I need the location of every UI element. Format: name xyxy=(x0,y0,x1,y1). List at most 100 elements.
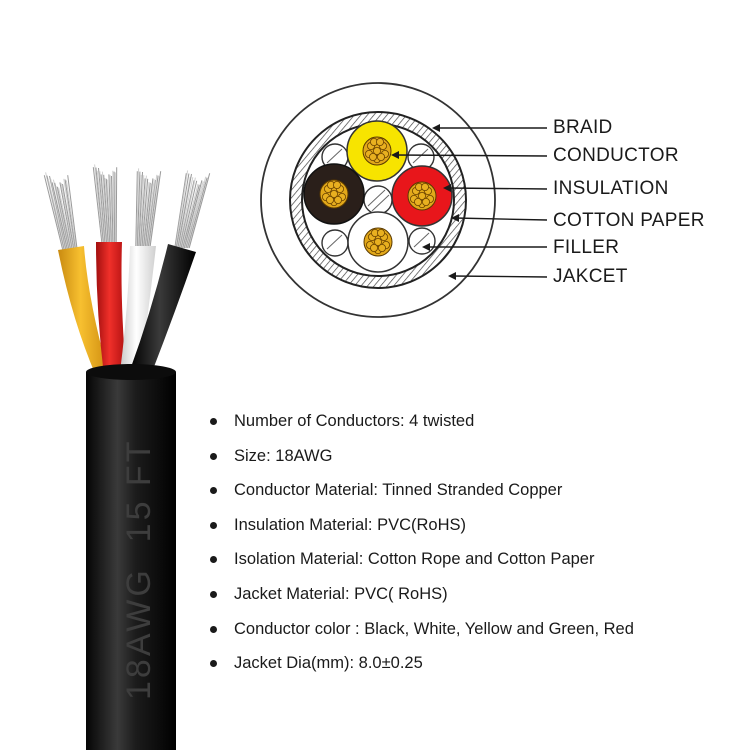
strand xyxy=(174,173,187,249)
copper-strand xyxy=(413,197,422,206)
leader-lines xyxy=(394,127,548,278)
strand xyxy=(136,171,141,247)
strand xyxy=(111,175,114,243)
copper-strand xyxy=(373,237,382,246)
spec-text: Size: 18AWG xyxy=(234,446,333,465)
strand xyxy=(177,173,192,249)
strand xyxy=(140,175,147,247)
strand xyxy=(148,176,160,247)
strand xyxy=(67,175,78,251)
cable-print: 18AWG 15 FT xyxy=(120,439,158,700)
copper-strand xyxy=(376,228,385,237)
copper-strand xyxy=(375,137,384,146)
spec-text: Jacket Dia(mm): 8.0±0.25 xyxy=(234,654,423,673)
spec-text: Isolation Material: Cotton Rope and Cott… xyxy=(234,550,595,569)
strand xyxy=(60,183,74,251)
strand xyxy=(94,164,104,243)
copper-bundles xyxy=(319,136,437,257)
strand xyxy=(144,178,154,247)
white-wire xyxy=(120,246,156,372)
label-braid: BRAID xyxy=(553,117,613,138)
spec-text: Jacket Material: PVC( RoHS) xyxy=(234,584,448,603)
strand xyxy=(100,174,108,243)
strand xyxy=(58,187,73,251)
copper-strand xyxy=(376,152,385,161)
bullet-icon xyxy=(210,487,217,495)
strand xyxy=(183,180,203,249)
strand xyxy=(65,180,77,251)
strand xyxy=(186,176,207,249)
strand xyxy=(115,167,118,243)
strand xyxy=(96,170,105,243)
strand xyxy=(59,182,73,251)
strand xyxy=(113,171,116,243)
bullet-icon xyxy=(210,590,217,598)
strand xyxy=(184,181,204,249)
strand xyxy=(109,175,113,243)
spec-text: Number of Conductors: 4 twisted xyxy=(234,412,475,430)
spec-item: Isolation Material: Cotton Rope and Cott… xyxy=(207,548,634,583)
strand xyxy=(92,167,103,243)
spec-item: Jacket Material: PVC( RoHS) xyxy=(207,583,634,618)
spec-item: Conductor color : Black, White, Yellow a… xyxy=(207,618,634,653)
copper-strand xyxy=(333,195,342,204)
cross-section xyxy=(260,82,548,318)
strand xyxy=(64,179,77,251)
strand xyxy=(56,186,72,251)
jacket-end xyxy=(86,364,176,380)
spec-text: Conductor Material: Tinned Stranded Copp… xyxy=(234,481,563,500)
strand xyxy=(181,183,199,249)
strand xyxy=(137,174,142,247)
strand xyxy=(147,174,158,247)
copper-strand xyxy=(420,182,429,191)
yellow-wire-body xyxy=(58,246,108,376)
copper-strand xyxy=(329,189,338,198)
strand xyxy=(139,175,145,247)
spec-item: Size: 18AWG xyxy=(207,445,634,480)
strand xyxy=(175,170,189,249)
strand xyxy=(141,178,149,247)
cable-jacket xyxy=(86,365,176,750)
label-filler: FILLER xyxy=(553,237,620,258)
strand xyxy=(45,172,65,251)
spec-item: Insulation Material: PVC(RoHS) xyxy=(207,514,634,549)
strand xyxy=(107,179,112,243)
strand xyxy=(138,171,143,247)
strand xyxy=(135,171,138,247)
label-cotton-paper: COTTON PAPER xyxy=(553,210,705,231)
strand xyxy=(145,179,155,247)
strand xyxy=(140,178,146,247)
spec-item: Jacket Dia(mm): 8.0±0.25 xyxy=(207,652,634,687)
strand xyxy=(188,173,211,249)
copper-strand xyxy=(325,195,334,204)
strand xyxy=(104,177,110,243)
label-conductor: CONDUCTOR xyxy=(553,145,679,166)
spec-text: Conductor color : Black, White, Yellow a… xyxy=(234,619,634,638)
strand xyxy=(50,179,68,251)
strand xyxy=(148,175,159,247)
strand xyxy=(149,171,162,247)
strand xyxy=(182,184,200,249)
strand xyxy=(46,175,65,251)
strand xyxy=(175,173,190,249)
strand xyxy=(179,180,195,249)
strand xyxy=(49,175,67,251)
filler-hatch xyxy=(326,148,430,250)
bullet-icon xyxy=(210,418,217,425)
strand xyxy=(136,168,140,247)
strand xyxy=(98,167,106,243)
strand xyxy=(54,182,70,251)
label-jacket: JAKCET xyxy=(553,266,628,287)
strand xyxy=(101,171,108,243)
strand xyxy=(51,182,69,251)
copper-strand xyxy=(369,243,378,252)
copper-strand xyxy=(368,152,377,161)
black-wire xyxy=(130,244,196,372)
bullet-icon xyxy=(210,556,217,564)
copper-strand xyxy=(417,191,426,200)
red-wire xyxy=(96,242,126,376)
bullet-icon xyxy=(210,452,217,460)
spec-text: Insulation Material: PVC(RoHS) xyxy=(234,515,466,534)
label-insulation: INSULATION xyxy=(553,178,669,199)
